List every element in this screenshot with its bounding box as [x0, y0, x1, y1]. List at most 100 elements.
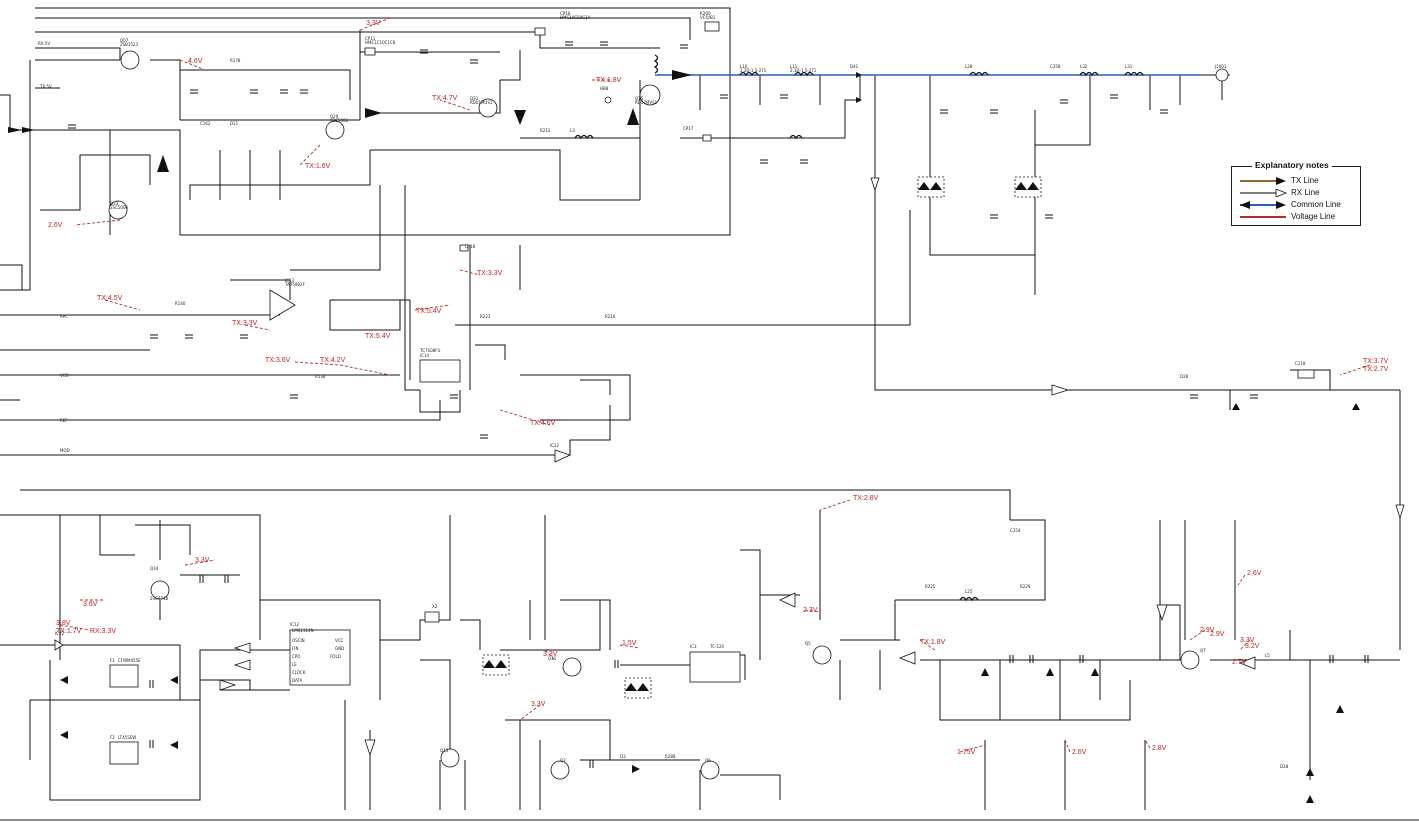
tx-arrow-right-3 — [672, 70, 692, 80]
voltage-label: TX:4.7V — [432, 95, 458, 102]
svg-text:D21: D21 — [230, 121, 239, 126]
pin-diode-pair-2 — [1014, 176, 1042, 198]
legend-label-voltage: Voltage Line — [1291, 212, 1336, 221]
voltage-label: TX:2.8V — [853, 495, 879, 502]
chip-res — [534, 27, 546, 36]
transistor-q2 — [325, 120, 345, 140]
svg-text:C162: C162 — [200, 121, 211, 126]
svg-text:CP16: CP16 — [560, 11, 571, 16]
svg-text:R223: R223 — [480, 314, 491, 319]
svg-text:L5: L5 — [1265, 653, 1270, 658]
svg-text:X2: X2 — [432, 604, 438, 609]
jack-label: J1001 — [1214, 64, 1227, 69]
svg-text:2SB1523: 2SB1523 — [120, 42, 138, 47]
svg-text:DATA: DATA — [292, 678, 303, 683]
tx-arrow-up-2 — [627, 108, 639, 125]
svg-text:R212: R212 — [540, 128, 551, 133]
voltage-label: 3.3V — [531, 701, 546, 708]
fet-q4 — [478, 98, 498, 118]
svg-text:L11: L11 — [790, 64, 798, 69]
voltage-label: TX:3.3V — [477, 270, 503, 277]
svg-text:2.2D-1.5-271: 2.2D-1.5-271 — [740, 68, 767, 73]
vco-ferrite — [704, 21, 720, 32]
svg-text:C354: C354 — [1010, 528, 1021, 533]
voltage-label: TX:1.6V — [305, 163, 331, 170]
ceramic-filter-1 — [109, 664, 139, 688]
varactor-pair-2 — [624, 677, 652, 699]
wires-top — [0, 7, 1400, 391]
res-r1 — [1297, 369, 1315, 379]
voltage-label: 2.3V — [803, 607, 818, 614]
transistor-q7 — [562, 657, 582, 677]
voltage-label: TX:3.6V — [265, 357, 291, 364]
rx-line-swatch — [1240, 188, 1288, 197]
svg-text:CP17: CP17 — [683, 126, 694, 131]
svg-text:Q07: Q07 — [120, 38, 129, 43]
svg-text:Q33: Q33 — [110, 201, 119, 206]
crystal — [424, 611, 440, 623]
voltage-label: TX:2.7V — [1363, 366, 1389, 373]
transistor-q8 — [550, 760, 570, 780]
svg-text:Q6: Q6 — [705, 758, 711, 763]
svg-text:Q5: Q5 — [805, 641, 811, 646]
capacitors — [68, 41, 1369, 768]
svg-text:Q13: Q13 — [440, 748, 449, 753]
tx-arrow-left — [8, 127, 22, 133]
svg-text:IC13: IC13 — [285, 278, 295, 283]
wires-middle — [230, 185, 1401, 650]
voltage-label: 3.3V — [543, 651, 558, 658]
svg-text:F1: F1 — [110, 658, 115, 663]
rx-arrow-left-4 — [233, 642, 251, 654]
tcxo — [689, 651, 741, 683]
wires-bottom — [0, 510, 1419, 821]
svg-text:L3: L3 — [570, 128, 575, 133]
svg-text:VCC: VCC — [335, 638, 344, 643]
transistor-q5 — [150, 580, 170, 600]
svg-text:L28: L28 — [965, 64, 973, 69]
wires-left — [0, 60, 1011, 646]
voltage-line-swatch — [1240, 215, 1286, 218]
legend: Explanatory notes TX Line RX Line Common… — [1231, 160, 1361, 226]
pa-fet — [639, 84, 661, 106]
rx-arrow-right-4 — [219, 679, 237, 691]
svg-text:IC3: IC3 — [690, 644, 697, 649]
opamp — [269, 289, 296, 321]
tx-arrow-down — [514, 110, 526, 125]
voltage-label: TX:3.7V — [1363, 358, 1389, 365]
pll-ic — [289, 629, 351, 686]
rx-arrow-left-3 — [1238, 656, 1256, 670]
svg-text:HMC10C50C1A: HMC10C50C1A — [560, 15, 591, 20]
svg-text:2.1D-1.5-271: 2.1D-1.5-271 — [790, 68, 817, 73]
svg-text:D3: D3 — [620, 754, 626, 759]
svg-text:2SC5006: 2SC5006 — [110, 205, 129, 210]
ic-amp-label: TA75902F — [284, 282, 306, 287]
svg-text:R178: R178 — [230, 58, 241, 63]
legend-label-common: Common Line — [1291, 200, 1341, 209]
legend-label-tx: TX Line — [1291, 176, 1319, 185]
svg-text:D28: D28 — [1180, 374, 1189, 379]
tx-arrow-up — [157, 155, 169, 172]
svg-text:CPO: CPO — [292, 654, 300, 659]
rx-arrow-right — [1051, 384, 1070, 396]
ic-tcxo-label: TC-120 — [709, 644, 725, 649]
ic-sw-label: TC7S08FU — [419, 348, 440, 353]
voltage-label: RX:3.3V — [90, 628, 116, 635]
voltage-label: 2.9V — [1200, 627, 1215, 634]
svg-text:L10: L10 — [740, 64, 748, 69]
svg-text:R140: R140 — [175, 301, 186, 306]
tx-line-swatch — [1240, 176, 1286, 185]
buffer-2 — [54, 639, 64, 651]
svg-text:Q29: Q29 — [330, 114, 339, 119]
voltage-label: 1.75V — [957, 749, 976, 756]
svg-text:IC14: IC14 — [420, 353, 430, 358]
svg-text:IC22: IC22 — [550, 443, 560, 448]
voltage-label: TX:1.8V — [596, 77, 622, 84]
components-bottom — [54, 580, 1344, 803]
line-label-rx5v: RX 5V — [38, 41, 50, 46]
svg-text:RD07MVS1: RD07MVS1 — [635, 100, 658, 105]
voltage-label: 2.6V — [1247, 570, 1262, 577]
svg-text:GND: GND — [335, 646, 344, 651]
svg-text:R200: R200 — [700, 11, 711, 16]
voltage-label: 3.3V — [195, 557, 210, 564]
svg-text:L31: L31 — [1125, 64, 1133, 69]
